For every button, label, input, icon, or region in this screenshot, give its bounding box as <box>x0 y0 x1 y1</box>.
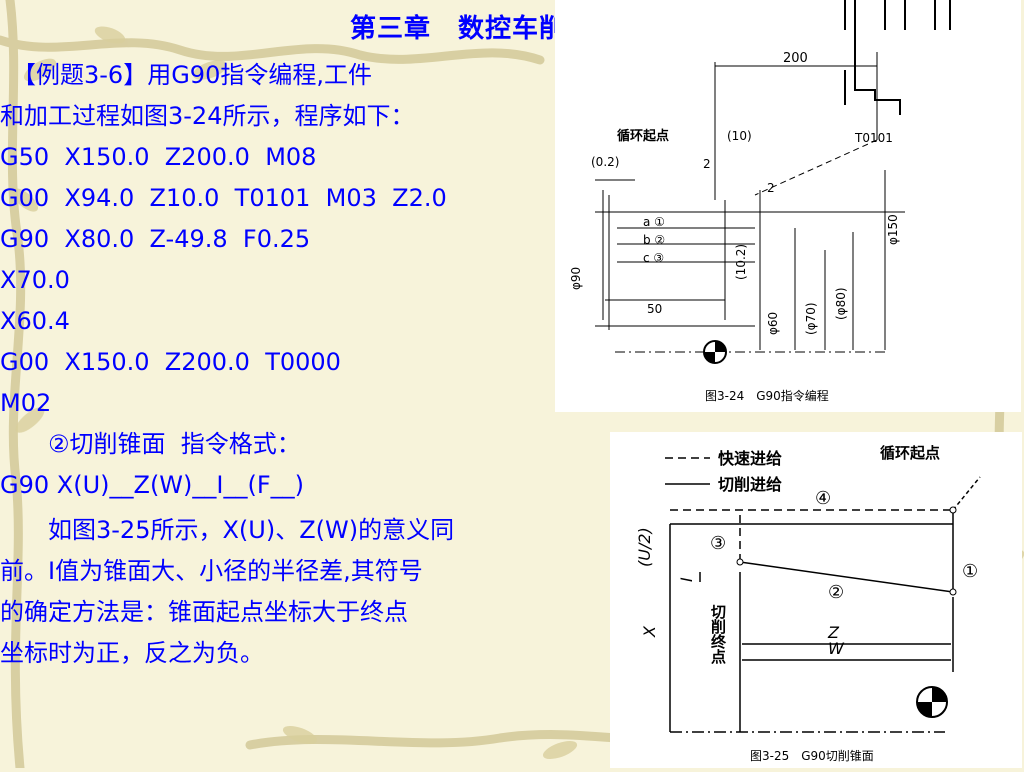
dim-phi-90: φ90 <box>569 267 583 290</box>
label-cut-end: 切削终点 <box>709 604 727 665</box>
text-line: 如图3-25所示，X(U)、Z(W)的意义同 <box>0 516 455 544</box>
text-line: G00 X94.0 Z10.0 T0101 M03 Z2.0 <box>0 184 447 212</box>
text-line: X70.0 <box>0 266 70 294</box>
dim-2-vertical: 2 <box>767 181 775 195</box>
dim-10-2: (10.2) <box>734 244 748 280</box>
label-u-half: (U/2) <box>635 527 654 567</box>
pass-b-label: b ② <box>643 233 665 247</box>
text-line: ②切削锥面 指令格式： <box>0 430 301 458</box>
legend-rapid: 快速进给 <box>718 449 782 468</box>
figure-3-24-caption: 图3-24 G90指令编程 <box>705 388 829 403</box>
figure-3-25-caption: 图3-25 G90切削锥面 <box>750 749 874 763</box>
text-line: G90 X(U)__Z(W)__I__(F__) <box>0 471 305 499</box>
text-line: 前。I值为锥面大、小径的半径差,其符号 <box>0 557 423 585</box>
label-w: W <box>828 639 845 658</box>
dim-2: 2 <box>703 157 711 171</box>
dim-0-2: (0.2) <box>591 155 619 169</box>
dim-phi-60: φ60 <box>766 312 780 335</box>
text-line: 的确定方法是：锥面起点坐标大于终点 <box>0 598 408 626</box>
dim-50: 50 <box>647 302 662 316</box>
label-z: Z <box>827 623 840 642</box>
dim-phi-80: (φ80) <box>834 287 848 320</box>
label-i: I <box>677 577 696 582</box>
figure-3-24-drawing: 200 循环起点 (10) (0.2) 2 2 T0101 a ① b ② c … <box>569 0 951 403</box>
marker-2: ② <box>828 582 844 603</box>
text-block-program: 【例题3-6】用G90指令编程,工件和加工过程如图3-24所示，程序如下： G50… <box>0 55 447 506</box>
marker-1: ① <box>962 561 978 582</box>
text-line: 【例题3-6】用G90指令编程,工件 <box>0 61 372 89</box>
text-line: 和加工过程如图3-24所示，程序如下： <box>0 102 415 130</box>
figure-3-25: 快速进给 切削进给 循环起点 ④ ① ② ③ (U/2) I X Z W 切削终… <box>610 432 1022 768</box>
text-line: 坐标时为正，反之为负。 <box>0 639 264 667</box>
text-line: M02 <box>0 389 52 417</box>
dim-200: 200 <box>783 51 808 66</box>
text-line: G00 X150.0 Z200.0 T0000 <box>0 348 341 376</box>
label-cycle-start: 循环起点 <box>880 444 940 462</box>
legend-cut: 切削进给 <box>718 475 782 494</box>
text-line: G90 X80.0 Z-49.8 F0.25 <box>0 225 311 253</box>
marker-4: ④ <box>815 488 831 509</box>
text-line: G50 X150.0 Z200.0 M08 <box>0 143 317 171</box>
figure-3-25-drawing: 快速进给 切削进给 循环起点 ④ ① ② ③ (U/2) I X Z W 切削终… <box>635 444 981 763</box>
label-x: X <box>640 625 659 638</box>
text-block-explanation: 如图3-25所示，X(U)、Z(W)的意义同前。I值为锥面大、小径的半径差,其符… <box>0 510 454 674</box>
dim-10: (10) <box>727 129 752 143</box>
pass-c-label: c ③ <box>643 251 664 265</box>
figure-3-24: 200 循环起点 (10) (0.2) 2 2 T0101 a ① b ② c … <box>555 0 1021 412</box>
text-line: X60.4 <box>0 307 70 335</box>
marker-3: ③ <box>710 533 726 554</box>
dim-phi-70: (φ70) <box>804 302 818 335</box>
dim-phi-150: φ150 <box>886 214 900 245</box>
pass-a-label: a ① <box>643 215 665 229</box>
label-cycle-start: 循环起点 <box>617 128 669 144</box>
tool-label: T0101 <box>854 131 893 145</box>
